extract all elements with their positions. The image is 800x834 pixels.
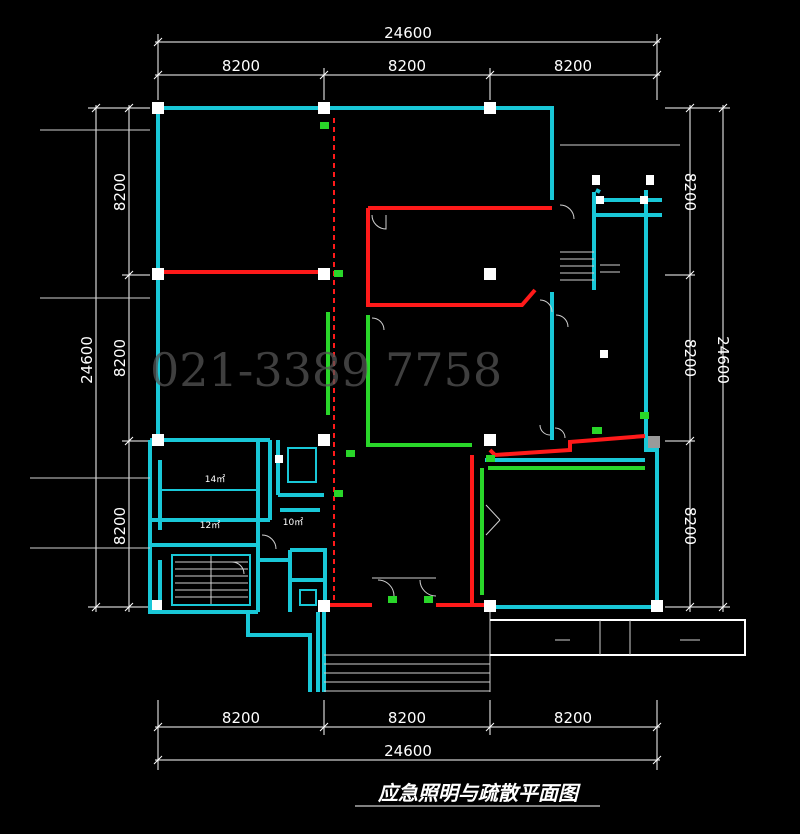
stair-right [560,251,620,281]
bottom-bay-dimension-1: 8200 [222,709,260,727]
bottom-bay-dimension-3: 8200 [554,709,592,727]
room-area-label-2: 12㎡ [200,520,220,531]
bottom-bay-dimension-2: 8200 [388,709,426,727]
left-bay-dimension-2: 8200 [111,339,129,377]
room-area-label-3: 10㎡ [283,517,303,528]
entrance-steps [324,612,491,692]
watermark-phone-number: 021-3389 7758 [150,343,502,397]
right-overall-dimension: 24600 [714,336,732,384]
left-overall-dimension: 24600 [78,336,96,384]
emergency-circuit [160,118,646,607]
top-dimension-lines [153,34,662,100]
stair-left [175,556,248,604]
top-bay-dimension-2: 8200 [388,57,426,75]
left-dimension-lines [88,103,150,612]
top-bay-dimension-1: 8200 [222,57,260,75]
emergency-fixtures [320,122,649,603]
top-bay-dimension-3: 8200 [554,57,592,75]
left-bay-dimension-3: 8200 [111,507,129,545]
doors [231,204,575,597]
exterior-walls [148,106,662,692]
structural-columns [152,102,663,612]
right-bay-dimension-3: 8200 [681,507,699,545]
right-dimension-lines [665,103,730,612]
evacuation-route [326,312,645,595]
right-bay-dimension-1: 8200 [681,173,699,211]
right-bay-dimension-2: 8200 [681,339,699,377]
bottom-overall-dimension: 24600 [384,742,432,760]
terrace [490,619,746,656]
left-bay-dimension-1: 8200 [111,173,129,211]
room-area-label-1: 14㎡ [205,474,225,485]
drawing-title: 应急照明与疏散平面图 [377,781,581,805]
circuit-annotations [30,129,680,549]
bottom-dimension-lines [153,700,662,770]
top-overall-dimension: 24600 [384,24,432,42]
